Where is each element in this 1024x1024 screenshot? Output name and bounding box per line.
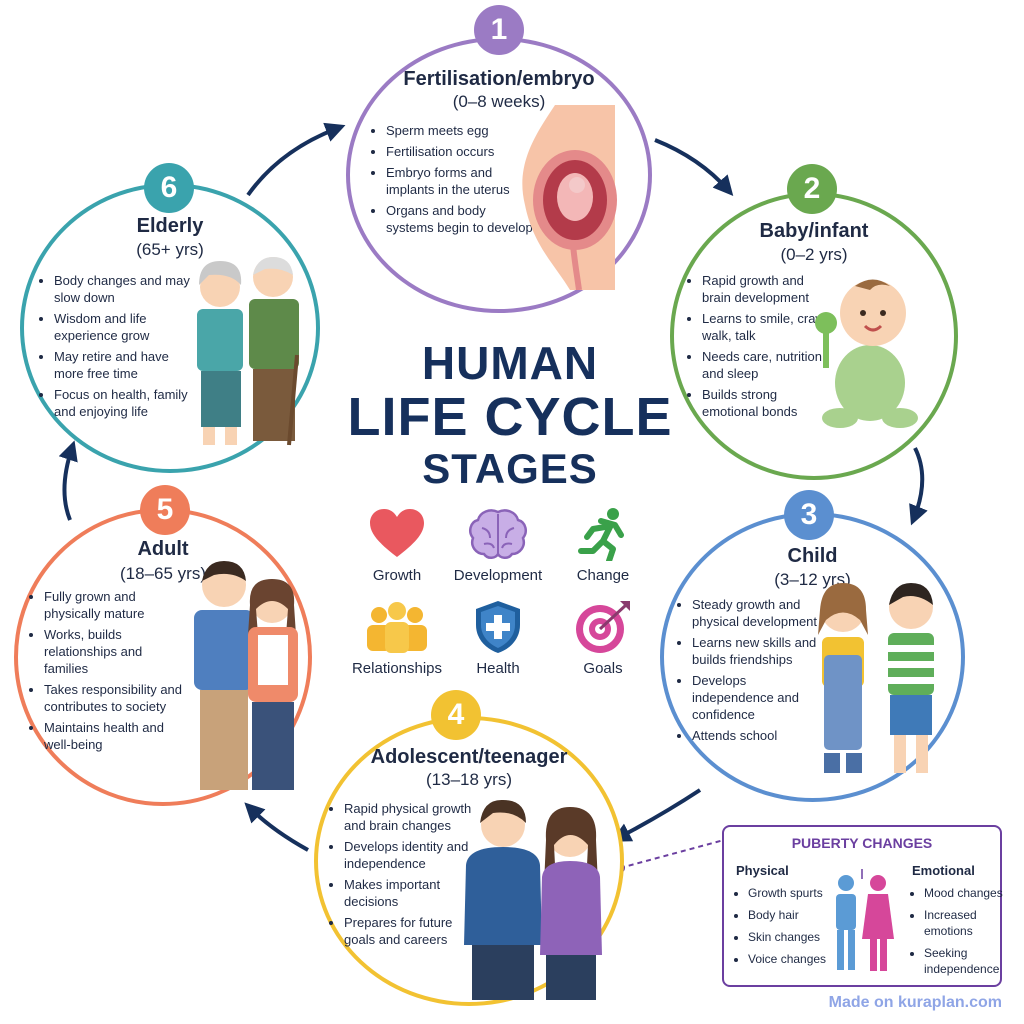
stage-age-1: (0–8 weeks) — [452, 92, 546, 111]
stage-age-4: (13–18 yrs) — [426, 770, 512, 789]
arrow-3-to-4 — [610, 788, 702, 842]
stage-point: Maintains health and well-being — [44, 719, 184, 753]
puberty-changes-box: PUBERTY CHANGES Physical Growth spurts B… — [722, 825, 1003, 987]
arrow-6-to-1 — [246, 122, 346, 197]
stage-title-1: Fertilisation/embryo — [403, 68, 595, 90]
teenagers-illustration — [464, 799, 602, 1000]
stage-point: Rapid growth and brain development — [702, 272, 832, 306]
list-item: Mood changes — [924, 885, 1010, 901]
stage-badge-4: 4 — [431, 690, 481, 740]
stage-badge-2: 2 — [787, 164, 837, 214]
boy-girl-icon — [836, 869, 894, 971]
stage-points-4: Rapid physical growth and brain changes … — [330, 800, 474, 952]
stage-title-2: Baby/infant — [759, 220, 869, 242]
list-item: Body hair — [748, 907, 843, 923]
stage-points-3: Steady growth and physical development L… — [678, 596, 822, 748]
stage-point: May retire and have more free time — [54, 348, 194, 382]
stage-points-5: Fully grown and physically mature Works,… — [30, 588, 184, 757]
stage-point: Develops independence and confidence — [692, 672, 822, 723]
people-group-icon — [367, 602, 427, 653]
stage-point: Sperm meets egg — [386, 122, 536, 139]
stage-point: Steady growth and physical development — [692, 596, 822, 630]
stage-title-5: Adult — [137, 538, 189, 560]
emotional-heading: Emotional — [912, 863, 975, 878]
stage-point: Builds strong emotional bonds — [702, 386, 832, 420]
credit-text: Made on kuraplan.com — [828, 994, 1002, 1011]
stage-point: Wisdom and life experience grow — [54, 310, 194, 344]
target-arrow-icon — [576, 601, 630, 653]
theme-label: Development — [453, 567, 543, 584]
main-title-line-3: STAGES — [422, 445, 598, 492]
main-title-line-1: HUMAN — [421, 337, 599, 389]
physical-heading: Physical — [736, 863, 789, 878]
brain-icon — [469, 509, 527, 559]
theme-label: Growth — [372, 567, 422, 584]
theme-label: Health — [476, 660, 520, 677]
stage-point: Attends school — [692, 727, 822, 744]
list-item: Skin changes — [748, 929, 843, 945]
stage-point: Prepares for future goals and careers — [344, 914, 474, 948]
stage-age-5: (18–65 yrs) — [120, 564, 206, 583]
baby-illustration — [815, 279, 918, 428]
theme-development: Development — [443, 505, 553, 584]
stage-point: Learns new skills and builds friendships — [692, 634, 822, 668]
stage-badge-5: 5 — [140, 485, 190, 535]
stage-point: Makes important decisions — [344, 876, 474, 910]
arrow-2-to-3 — [909, 447, 928, 526]
stage-point: Organs and body systems begin to develop — [386, 202, 536, 236]
stage-point: Fertilisation occurs — [386, 143, 536, 160]
stage-badge-1: 1 — [474, 5, 524, 55]
heart-icon — [370, 509, 424, 557]
main-title-line-2: LIFE CYCLE — [347, 387, 673, 447]
stage-point: Rapid physical growth and brain changes — [344, 800, 474, 834]
stage-title-6: Elderly — [136, 215, 204, 237]
list-item: Seeking independence — [924, 945, 1010, 977]
shield-cross-icon — [476, 601, 520, 653]
puberty-title: PUBERTY CHANGES — [791, 835, 933, 851]
stage-title-4: Adolescent/teenager — [370, 746, 568, 768]
theme-relationships: Relationships — [342, 598, 452, 677]
stage-points-1: Sperm meets egg Fertilisation occurs Emb… — [372, 122, 536, 240]
theme-health: Health — [443, 598, 553, 677]
stage-title-3: Child — [787, 545, 838, 567]
stage-age-2: (0–2 yrs) — [780, 245, 848, 264]
stage-point: Develops identity and independence — [344, 838, 474, 872]
theme-change: Change — [548, 505, 658, 584]
stage-point: Needs care, nutrition and sleep — [702, 348, 832, 382]
children-illustration — [818, 583, 934, 773]
theme-growth: Growth — [342, 505, 452, 584]
elderly-illustration — [197, 257, 299, 446]
arrow-1-to-2 — [654, 138, 734, 197]
stage-point: Takes responsibility and contributes to … — [44, 681, 184, 715]
stage-age-6: (65+ yrs) — [136, 240, 204, 259]
stage-point: Works, builds relationships and families — [44, 626, 184, 677]
stage-point: Fully grown and physically mature — [44, 588, 184, 622]
stage-points-6: Body changes and may slow down Wisdom an… — [40, 272, 194, 424]
puberty-connector — [619, 839, 725, 869]
theme-label: Change — [576, 567, 630, 584]
stage-points-2: Rapid growth and brain development Learn… — [688, 272, 832, 424]
running-person-icon — [578, 508, 624, 561]
list-item: Voice changes — [748, 951, 843, 967]
theme-label: Goals — [583, 660, 623, 677]
stage-point: Learns to smile, crawl, walk, talk — [702, 310, 832, 344]
stage-badge-6: 6 — [144, 163, 194, 213]
main-title: HUMAN LIFE CYCLE STAGES — [340, 340, 680, 490]
stage-badge-3: 3 — [784, 490, 834, 540]
stage-point: Embryo forms and implants in the uterus — [386, 164, 536, 198]
embryo-illustration — [522, 105, 617, 290]
adults-illustration — [194, 561, 298, 790]
arrow-5-to-6 — [58, 440, 78, 521]
arrow-4-to-5 — [244, 802, 309, 852]
list-item: Growth spurts — [748, 885, 843, 901]
stage-point: Focus on health, family and enjoying lif… — [54, 386, 194, 420]
theme-goals: Goals — [548, 598, 658, 677]
stage-point: Body changes and may slow down — [54, 272, 194, 306]
theme-label: Relationships — [351, 660, 443, 677]
physical-list: Growth spurts Body hair Skin changes Voi… — [736, 885, 843, 973]
stage-age-3: (3–12 yrs) — [774, 570, 851, 589]
emotional-list: Mood changes Increased emotions Seeking … — [912, 885, 1010, 983]
list-item: Increased emotions — [924, 907, 1010, 939]
